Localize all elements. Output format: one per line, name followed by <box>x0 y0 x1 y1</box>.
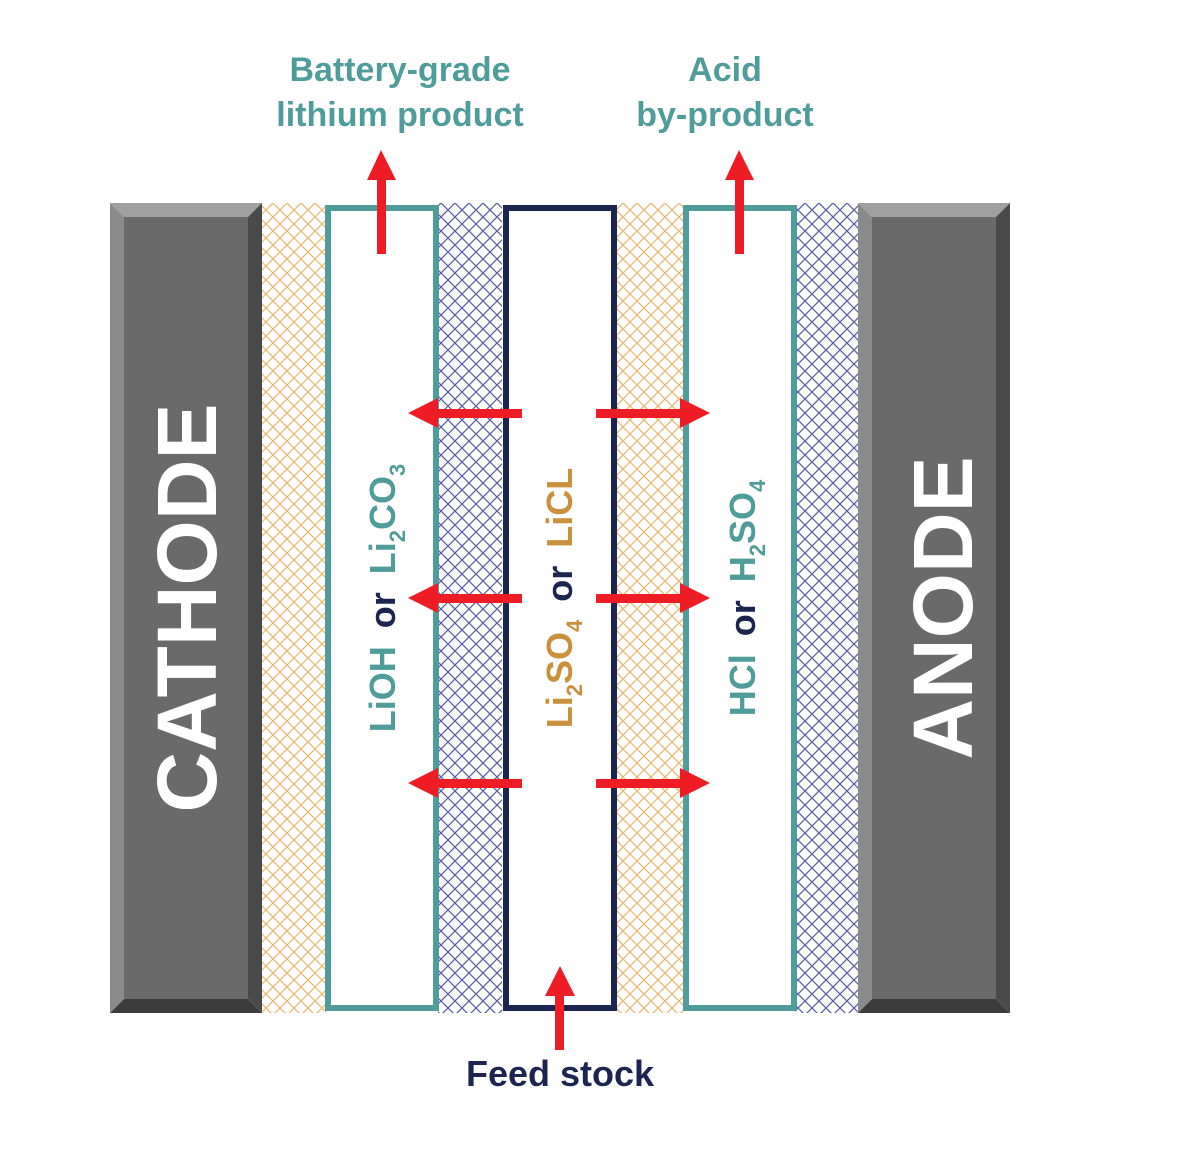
anode-electrode: ANODE <box>858 203 1010 1013</box>
product-out-arrow <box>367 150 396 254</box>
ion-arrow-right-3 <box>596 768 710 798</box>
ion-arrow-right-1 <box>596 398 710 428</box>
ion-arrow-left-3 <box>408 768 522 798</box>
product-label-line1: Battery-grade <box>289 51 511 89</box>
membrane-blue-right <box>795 203 858 1013</box>
anode-label: ANODE <box>896 456 990 759</box>
cathode-electrode: CATHODE <box>110 203 262 1013</box>
left-compartment-formula: LiOH or Li2CO3 <box>362 464 410 733</box>
membrane-orange-left <box>262 203 326 1013</box>
feed-stock-label: Feed stock <box>465 1053 655 1094</box>
ion-arrow-left-2 <box>408 583 522 613</box>
cathode-label: CATHODE <box>140 403 234 812</box>
acid-label-line1: Acid <box>688 51 762 89</box>
product-label: Battery-grade lithium product <box>250 48 550 138</box>
product-label-line2: lithium product <box>276 96 524 134</box>
acid-out-arrow <box>725 150 754 254</box>
acid-label: Acid by-product <box>575 48 875 138</box>
center-compartment-formula: Li2SO4 or LiCL <box>539 468 590 729</box>
compartment-center <box>503 205 617 1011</box>
right-compartment-formula: HCl or H2SO4 <box>722 479 770 716</box>
ion-arrow-right-2 <box>596 583 710 613</box>
feed-in-arrow <box>545 966 575 1050</box>
acid-label-line2: by-product <box>636 96 814 134</box>
membrane-orange-right <box>616 203 684 1013</box>
ion-arrow-left-1 <box>408 398 522 428</box>
membrane-blue-left <box>438 203 502 1013</box>
